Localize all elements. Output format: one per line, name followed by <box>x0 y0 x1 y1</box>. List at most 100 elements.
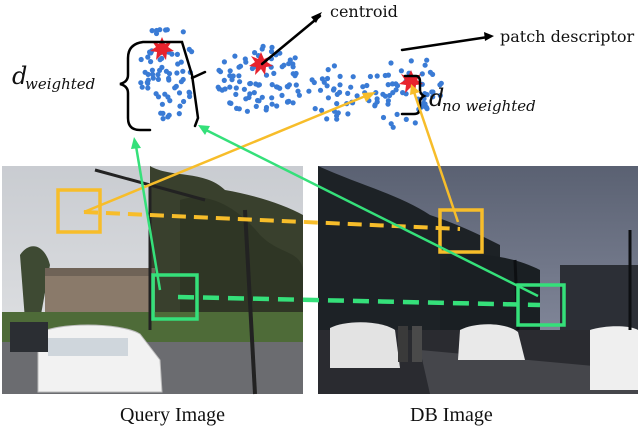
descriptor-dot <box>269 95 275 101</box>
descriptor-dot <box>394 83 401 89</box>
descriptor-dot <box>437 92 443 99</box>
descriptor-dot <box>229 77 235 83</box>
descriptor-dot <box>430 71 436 77</box>
descriptor-dot <box>334 101 340 107</box>
descriptor-dot <box>166 75 172 81</box>
descriptor-dot <box>155 94 162 100</box>
descriptor-dot <box>181 98 187 105</box>
descriptor-dot <box>331 63 337 69</box>
descriptor-dot <box>273 84 280 90</box>
descriptor-dot <box>227 73 233 79</box>
descriptor-dot <box>160 110 166 116</box>
descriptor-dot <box>176 111 182 117</box>
descriptor-dot <box>145 71 151 77</box>
descriptor-dot <box>423 104 430 111</box>
descriptor-dot <box>364 82 370 89</box>
descriptor-dot <box>317 87 324 93</box>
patch-descriptor-pointer <box>400 35 490 52</box>
descriptor-dot <box>150 71 156 77</box>
descriptor-dot <box>244 108 250 114</box>
descriptor-dot <box>221 59 227 65</box>
descriptor-dot <box>247 81 253 87</box>
descriptor-dot <box>337 82 343 88</box>
descriptor-dot <box>236 73 242 79</box>
descriptor-dot <box>237 79 243 85</box>
descriptor-dot <box>390 90 396 96</box>
descriptor-dot <box>312 106 318 112</box>
descriptor-dot <box>429 89 435 95</box>
descriptor-dot <box>306 88 312 94</box>
descriptor-dot <box>172 85 178 91</box>
descriptor-dot <box>367 73 373 80</box>
descriptor-dot <box>187 93 193 100</box>
centroid-label: centroid <box>330 2 398 21</box>
descriptor-dot <box>243 59 249 65</box>
descriptor-dot <box>234 105 240 111</box>
yellow-box-db <box>438 208 484 254</box>
descriptor-dot <box>233 91 239 97</box>
d-weighted-bracket <box>119 40 164 132</box>
descriptor-dot <box>228 100 234 106</box>
descriptor-cloud <box>138 27 444 130</box>
descriptor-dot <box>237 63 244 69</box>
descriptor-dot <box>285 99 291 105</box>
caption-query-image: Query Image <box>120 404 225 426</box>
descriptor-dot <box>259 94 265 100</box>
descriptor-dot <box>345 90 351 96</box>
descriptor-dot <box>422 62 428 68</box>
descriptor-dot <box>157 27 163 33</box>
descriptor-dot <box>149 67 155 73</box>
descriptor-dot <box>232 53 238 59</box>
svg-text:no weighted: no weighted <box>442 97 536 115</box>
yellow-box-query <box>56 188 102 234</box>
descriptor-dot <box>269 101 275 107</box>
descriptor-dot <box>372 103 378 109</box>
descriptor-dot <box>166 112 172 118</box>
descriptor-dot <box>269 82 275 88</box>
descriptor-dot <box>149 28 155 34</box>
caption-db-image: DB Image <box>410 404 493 426</box>
descriptor-dot <box>145 54 151 60</box>
descriptor-dot <box>165 94 171 100</box>
descriptor-dot <box>380 114 387 121</box>
descriptor-dot <box>157 67 163 73</box>
descriptor-dot <box>290 100 296 106</box>
descriptor-dot <box>138 56 144 63</box>
descriptor-dot <box>271 70 277 76</box>
descriptor-dot <box>174 70 180 76</box>
descriptor-dot <box>155 76 161 82</box>
green-match <box>131 125 566 327</box>
descriptor-dot <box>139 84 145 90</box>
descriptor-dot <box>437 82 443 88</box>
descriptor-dot <box>180 29 186 35</box>
descriptor-dot <box>286 61 292 67</box>
descriptor-dot <box>216 67 222 73</box>
d-weighted-label: d weighted <box>12 62 95 93</box>
descriptor-dot <box>268 48 275 55</box>
descriptor-dot <box>331 86 337 92</box>
descriptor-dot <box>163 27 169 33</box>
descriptor-dot <box>284 83 290 90</box>
descriptor-dot <box>324 83 330 89</box>
descriptor-dot <box>219 87 225 93</box>
descriptor-dot <box>388 60 394 66</box>
annotations <box>119 12 494 132</box>
descriptor-dot <box>373 90 379 96</box>
descriptor-dot <box>157 57 163 63</box>
descriptor-dot <box>430 94 436 100</box>
descriptor-dot <box>293 82 299 88</box>
descriptor-dot <box>350 74 356 80</box>
descriptor-dot <box>293 70 299 77</box>
descriptor-dot <box>324 116 330 122</box>
descriptor-dot <box>251 90 257 96</box>
descriptor-dot <box>295 88 301 94</box>
db-image <box>318 166 638 394</box>
descriptor-dot <box>241 86 247 92</box>
descriptor-dot <box>382 93 388 99</box>
descriptor-dot <box>290 64 296 70</box>
svg-text:d: d <box>429 84 444 112</box>
descriptor-dot <box>176 90 183 96</box>
descriptor-dot <box>174 51 180 58</box>
green-box-query <box>151 273 199 321</box>
